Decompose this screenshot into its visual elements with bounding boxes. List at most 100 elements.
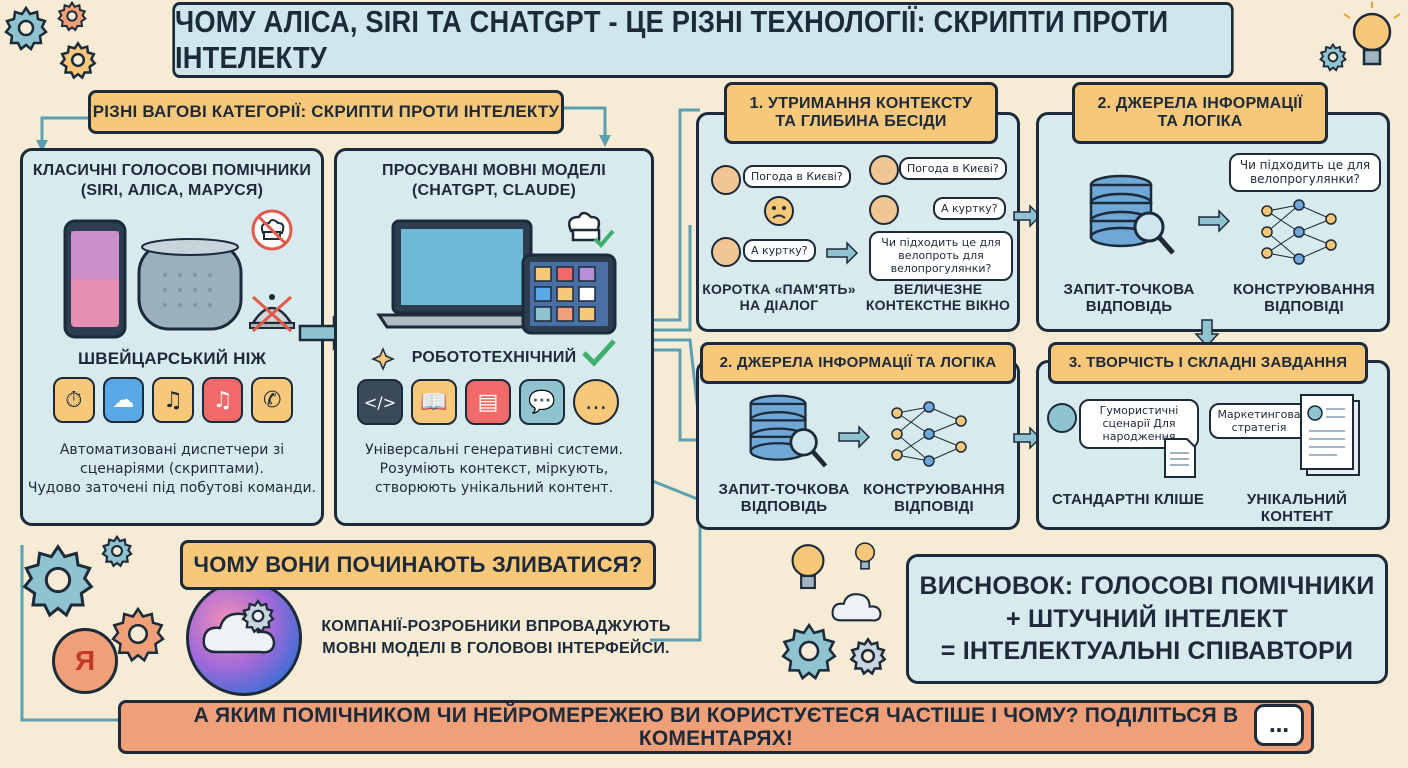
cliche-label: Стандартні кліше (1051, 491, 1205, 508)
conclusion-line3: = Інтелектуальні співавтори (940, 637, 1354, 666)
answer-construction-label: Конструювання відповіді (859, 481, 1009, 516)
smart-speaker-icon (137, 238, 243, 331)
classic-title: Класичні голосові помічники (Siri, Аліса… (23, 161, 321, 201)
context-window-label-line2: контекстне вікно (865, 297, 1011, 314)
document-icon (1164, 438, 1196, 478)
yandex-icon: Я (52, 628, 118, 694)
music-icon: ♫ (201, 377, 244, 423)
tablet-icon (521, 253, 617, 335)
weather-icon: ☁ (102, 377, 145, 423)
chat-bubble: А куртку? (743, 239, 816, 263)
neural-network-icon (1261, 199, 1337, 265)
classic-caption-line3: Чудово заточені під побутові команди. (27, 479, 317, 496)
sources-tag-top: 2. Джерела інформації та логіка (1072, 82, 1328, 144)
book-icon: 📖 (411, 379, 457, 425)
section-tag: Різні вагові категорії: скрипти проти ін… (88, 90, 564, 134)
chat-bubble: Погода в Києві? (899, 157, 1007, 181)
query-answer-label-line1: Запит-точкова (1063, 281, 1195, 298)
database-icon (1089, 174, 1175, 255)
classic-metaphor: Швейцарський ніж (77, 349, 267, 368)
classic-caption: Автоматизовані диспетчери зі сценаріями … (23, 441, 321, 498)
conclusion-line2: + Штучний інтелект (1006, 604, 1288, 633)
chat-bubble: Чи підходить це для велопрогулянки? (1229, 153, 1381, 192)
sources-tag-bottom: 2. Джерела інформації та логіка (700, 342, 1016, 384)
short-memory-label-line2: на діалог (739, 297, 819, 314)
chat-bubble: Гумористичні сценарії Для народження (1079, 399, 1199, 449)
advanced-caption-line3: створюють унікальний контент. (374, 479, 614, 496)
sources-panel-top: Чи підходить це для велопрогулянки? Запи… (1036, 112, 1390, 332)
lightbulb-icon (791, 544, 825, 590)
gear-icon (4, 5, 48, 51)
answer-construction-label-line2: відповіді (894, 498, 974, 516)
advanced-caption: Універсальні генеративні системи. Розумі… (337, 441, 651, 498)
sources-panel-bottom: Запит-точкова відповідь Конструювання ві… (696, 360, 1020, 530)
footer-banner: А яким помічником чи нейромережею ви кор… (118, 700, 1314, 754)
avatar-icon (711, 165, 741, 195)
avatar-icon (869, 195, 899, 225)
context-window-label: Величезне контекстне вікно (859, 281, 1017, 313)
avatar (711, 165, 741, 195)
chat-bubble: А куртку? (933, 197, 1006, 221)
answer-construction-label-line1: Конструювання (1233, 281, 1375, 298)
unique-content-label: Унікальний контент (1246, 491, 1348, 526)
arrow-right-icon (1198, 209, 1231, 233)
lightbulb-icon (854, 542, 876, 570)
arrow-right-icon (1013, 426, 1042, 450)
avatar (1047, 403, 1077, 433)
merge-tag: Чому вони починають зливатися? (180, 540, 656, 590)
classic-app-icons: ⏱ ☁ ♫ ♫ ✆ (53, 377, 293, 423)
classic-title-line1: Класичні голосові помічники (32, 162, 312, 179)
answer-construction-label-line2: відповіді (1264, 298, 1344, 316)
gear-icon (101, 534, 133, 568)
creative-panel: Гумористичні сценарії Для народження Мар… (1036, 360, 1390, 530)
classic-assistants-panel: Класичні голосові помічники (Siri, Аліса… (20, 148, 324, 526)
chat-bubble: Чи підходить це для велопроть для велопр… (869, 231, 1013, 281)
classic-caption-line2: сценаріями (скриптами). (80, 460, 264, 477)
laptop-icon (376, 219, 548, 329)
advanced-models-panel: Просувані мовні моделі (ChatGPT, Claude)… (334, 148, 654, 526)
sources-tag-top-line2: та логіка (1157, 113, 1243, 130)
gear-icon (57, 0, 87, 32)
gear-icon (22, 543, 94, 618)
cloud-icon (831, 593, 882, 622)
context-tag-line1: 1. Утримання контексту (749, 95, 973, 113)
chat-icon: 💬 (519, 379, 565, 425)
query-answer-label: Запит-точкова відповідь (709, 481, 859, 516)
timer-icon: ⏱ (53, 377, 95, 423)
context-tag-line2: та глибина бесіди (775, 113, 947, 130)
magnifier-icon (789, 428, 828, 468)
classic-caption-line1: Автоматизовані диспетчери зі (59, 442, 285, 458)
advanced-title-line2: (ChatGPT, Claude) (412, 182, 576, 199)
neural-network-icon (891, 401, 967, 467)
merge-text: Компанії-розробники впроваджують мовні м… (306, 616, 686, 661)
chat-bubble-icon: … (573, 379, 619, 425)
advanced-metaphor: Робототехнічний (411, 349, 577, 366)
database-icon (749, 394, 828, 468)
merge-text-line1: Компанії-розробники впроваджують (321, 618, 671, 635)
avatar-icon (1047, 403, 1077, 433)
arrow-right-icon (1013, 204, 1042, 228)
advanced-caption-line1: Універсальні генеративні системи. (365, 442, 623, 458)
chart-icon: ▤ (465, 379, 511, 425)
merge-text-line2: мовні моделі в головові інтерфейси. (322, 640, 670, 658)
context-window-label-line1: Величезне (893, 281, 983, 297)
gear-icon (781, 622, 837, 681)
page-title: Чому Аліса, Siri та ChatGPT - це різні т… (172, 2, 1234, 78)
gear-icon (241, 598, 275, 634)
query-answer-label-line2: відповідь (1085, 298, 1173, 316)
chat-bubble: Маркетингова стратегія (1209, 403, 1309, 440)
classic-title-line2: (Siri, Аліса, Маруся) (80, 182, 264, 199)
sources-tag-top-line1: 2. Джерела інформації (1097, 95, 1303, 113)
gear-icon (1319, 42, 1347, 72)
confused-face-icon (764, 196, 794, 226)
creative-tag: 3. Творчість і складні завдання (1048, 342, 1368, 384)
short-memory-label: Коротка «пам'ять» на діалог (699, 281, 859, 313)
sparkle-icon (371, 347, 395, 371)
context-panel: Погода в Києві? А куртку? Погода в Києві… (696, 112, 1020, 332)
advanced-title-line1: Просувані мовні моделі (382, 162, 606, 179)
conclusion-box: Висновок: Голосові помічники + Штучний і… (906, 554, 1388, 684)
chef-hat-icon (251, 209, 293, 251)
avatar (711, 237, 741, 267)
answer-construction-label-line1: Конструювання (863, 481, 1005, 498)
lightbulb-icon (1343, 2, 1401, 66)
